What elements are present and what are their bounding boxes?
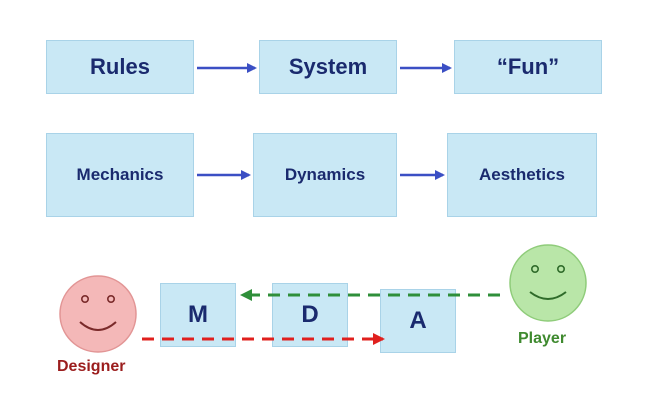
dynamics-label: Dynamics bbox=[284, 165, 366, 184]
dynamics-box: Dynamics bbox=[253, 133, 397, 217]
fun-label: “Fun” bbox=[496, 54, 560, 79]
system-label: System bbox=[288, 54, 368, 79]
rules-label: Rules bbox=[90, 54, 150, 79]
a-label: A bbox=[409, 307, 427, 334]
designer-face-icon bbox=[59, 275, 137, 353]
mechanics-label: Mechanics bbox=[76, 165, 164, 184]
a-box: A bbox=[380, 289, 456, 353]
system-box: System bbox=[259, 40, 397, 94]
m-box: M bbox=[160, 283, 236, 347]
aesthetics-box: Aesthetics bbox=[447, 133, 597, 217]
designer-label: Designer bbox=[57, 358, 126, 375]
player-face-icon bbox=[509, 244, 587, 322]
rules-box: Rules bbox=[46, 40, 194, 94]
d-label: D bbox=[301, 301, 319, 328]
aesthetics-label: Aesthetics bbox=[479, 165, 565, 184]
player-label: Player bbox=[518, 330, 567, 347]
fun-box: “Fun” bbox=[454, 40, 602, 94]
m-label: M bbox=[188, 301, 208, 328]
mechanics-box: Mechanics bbox=[46, 133, 194, 217]
